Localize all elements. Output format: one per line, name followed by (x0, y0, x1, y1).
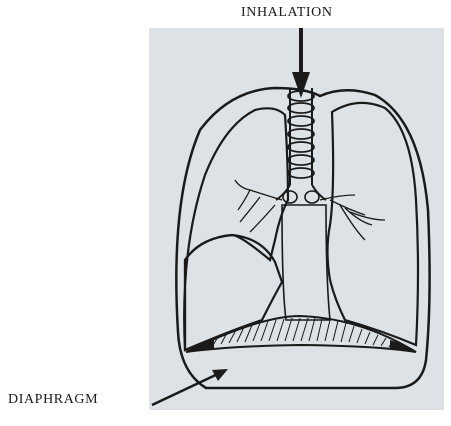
inhalation-label: INHALATION (241, 5, 333, 21)
diaphragm-label: DIAPHRAGM (8, 392, 98, 408)
